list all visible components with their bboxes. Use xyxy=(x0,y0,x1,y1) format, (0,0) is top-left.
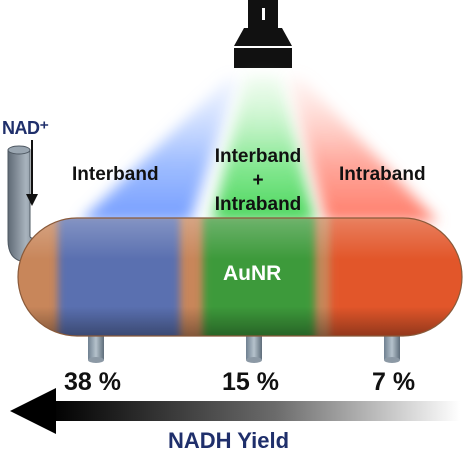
yield-left: 38 % xyxy=(64,368,121,396)
interband-beam xyxy=(80,76,238,222)
light-beams xyxy=(80,76,438,222)
combined-beam xyxy=(212,76,315,222)
intraband-beam xyxy=(288,76,438,222)
inflow-arrow-icon xyxy=(26,140,38,206)
nad-label: NAD⁺ xyxy=(2,118,49,138)
center-label-line1: Interband xyxy=(214,146,302,167)
nadh-yield-arrow xyxy=(10,388,460,434)
nadh-yield-label: NADH Yield xyxy=(168,428,290,453)
interband-intraband-label: Interband + Intraband xyxy=(203,145,313,217)
interband-label: Interband xyxy=(72,164,159,185)
center-label-line3: Intraband xyxy=(214,194,302,215)
yield-right: 7 % xyxy=(372,368,416,396)
nad-inlet-pipe xyxy=(7,145,45,263)
gold-nanorod xyxy=(17,217,463,337)
flashlight-icon xyxy=(234,0,292,68)
aunr-label: AuNR xyxy=(223,262,282,285)
yield-center: 15 % xyxy=(222,368,279,396)
intraband-label: Intraband xyxy=(339,164,426,185)
center-label-line2: + xyxy=(252,170,264,191)
